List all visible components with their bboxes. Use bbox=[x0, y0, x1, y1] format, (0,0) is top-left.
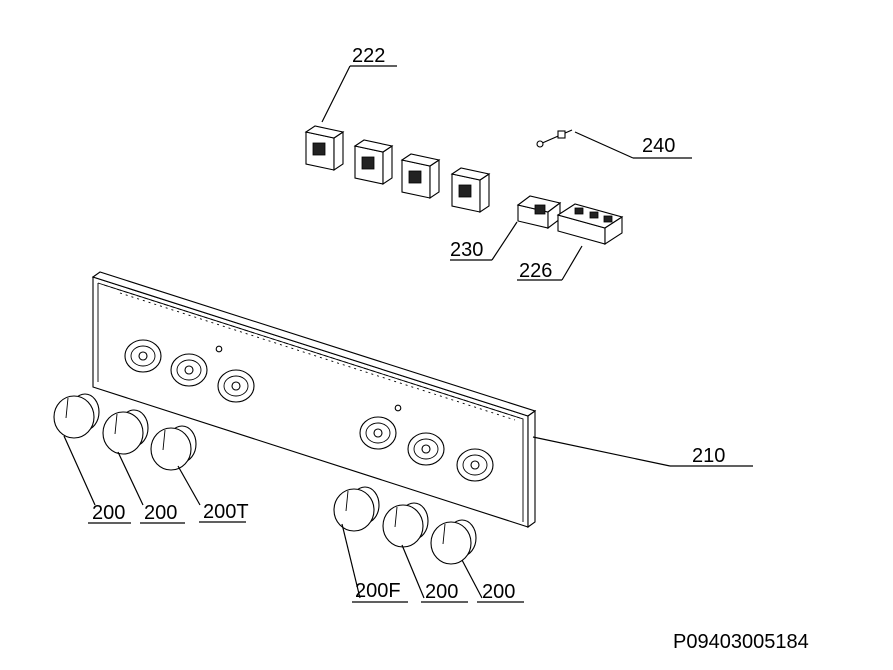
drawing-code: P09403005184 bbox=[673, 631, 809, 653]
pin-component bbox=[536, 129, 573, 148]
switch-component bbox=[353, 139, 394, 186]
switch-component bbox=[304, 125, 345, 172]
label-200-d: 200 bbox=[482, 581, 515, 603]
label-200F: 200F bbox=[355, 580, 401, 602]
label-222: 222 bbox=[352, 45, 385, 67]
label-200-b: 200 bbox=[144, 502, 177, 524]
knob bbox=[150, 425, 201, 506]
label-230: 230 bbox=[450, 239, 483, 261]
control-panel bbox=[91, 271, 537, 529]
panel-hole bbox=[217, 369, 255, 403]
knob bbox=[102, 409, 149, 506]
knob bbox=[333, 486, 380, 599]
terminal-block bbox=[556, 203, 624, 246]
label-200T: 200T bbox=[203, 501, 249, 523]
label-200-a: 200 bbox=[92, 502, 125, 524]
panel-knob-holes bbox=[124, 339, 494, 482]
label-210: 210 bbox=[692, 445, 725, 467]
panel-hole bbox=[407, 432, 445, 466]
panel-hole bbox=[170, 353, 208, 387]
regulator-component bbox=[516, 195, 562, 230]
label-226: 226 bbox=[519, 260, 552, 282]
knob bbox=[53, 393, 100, 506]
label-200-c: 200 bbox=[425, 581, 458, 603]
label-240: 240 bbox=[642, 135, 675, 157]
knob bbox=[382, 502, 429, 599]
switch-component bbox=[450, 167, 491, 214]
knob bbox=[430, 519, 483, 599]
leader-lines bbox=[88, 65, 753, 603]
switch-component bbox=[400, 153, 441, 200]
panel-hole bbox=[124, 339, 162, 373]
panel-hole bbox=[456, 448, 494, 482]
panel-hole bbox=[359, 416, 397, 450]
